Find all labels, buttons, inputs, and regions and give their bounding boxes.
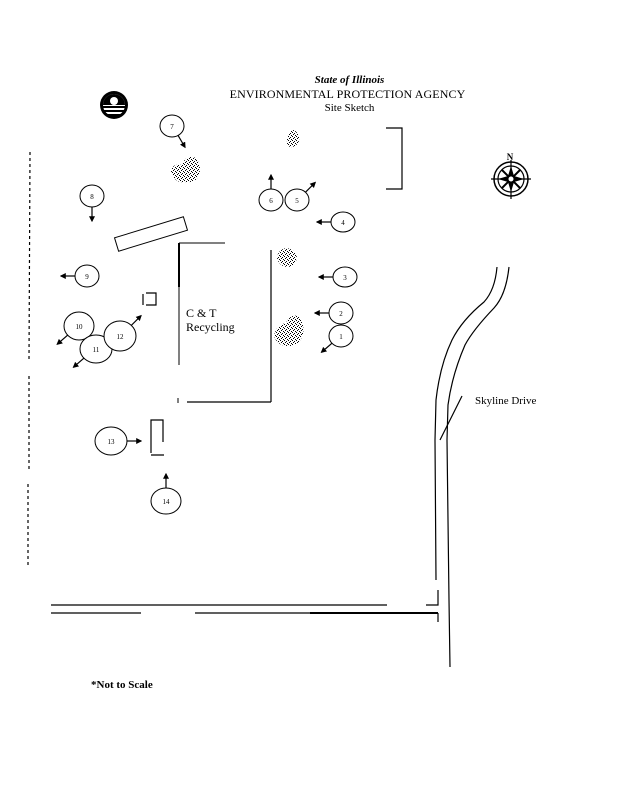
photo-point-7: 7 bbox=[159, 114, 186, 149]
photo-point-13: 13 bbox=[94, 426, 143, 456]
photo-point-marker bbox=[332, 266, 358, 288]
photo-point-1: 1 bbox=[320, 324, 354, 354]
photo-direction-arrow-icon bbox=[130, 314, 142, 326]
photo-point-14: 14 bbox=[150, 472, 182, 515]
site-name-label: C & T Recycling bbox=[186, 306, 235, 334]
vegetation-patch bbox=[277, 248, 297, 267]
photo-point-marker bbox=[103, 320, 137, 352]
photo-point-marker bbox=[328, 324, 354, 348]
vegetation-patch bbox=[286, 130, 300, 148]
photo-point-label: 3 bbox=[343, 274, 347, 282]
photo-point-marker bbox=[330, 211, 356, 233]
photo-point-marker bbox=[159, 114, 185, 138]
structure-outline bbox=[386, 127, 403, 190]
photo-point-label: 5 bbox=[295, 197, 299, 205]
photo-direction-arrow-icon bbox=[56, 334, 69, 345]
photo-point-8: 8 bbox=[79, 184, 105, 223]
site-name-line1: C & T bbox=[186, 306, 217, 320]
photo-point-3: 3 bbox=[317, 266, 358, 288]
photo-point-marker bbox=[74, 264, 100, 288]
vegetation-patch bbox=[171, 156, 200, 183]
photo-point-4: 4 bbox=[315, 211, 356, 233]
photo-point-marker bbox=[284, 188, 310, 212]
photo-point-11: 11 bbox=[72, 334, 113, 368]
photo-point-marker bbox=[94, 426, 128, 456]
small-building-outline bbox=[150, 419, 164, 456]
photo-point-2: 2 bbox=[313, 301, 354, 325]
photo-point-label: 12 bbox=[117, 333, 125, 341]
header-state: State of Illinois bbox=[314, 74, 385, 86]
photo-point-label: 10 bbox=[76, 323, 84, 331]
site-name-line2: Recycling bbox=[186, 320, 235, 334]
compass-north-label: N bbox=[507, 152, 514, 162]
photo-direction-arrow-icon bbox=[304, 181, 317, 193]
road-name-label: Skyline Drive bbox=[475, 395, 537, 407]
scale-footnote: *Not to Scale bbox=[91, 679, 153, 691]
photo-point-label: 7 bbox=[170, 123, 174, 131]
photo-point-label: 11 bbox=[93, 346, 100, 354]
photo-point-12: 12 bbox=[103, 314, 142, 352]
photo-point-label: 1 bbox=[339, 333, 343, 341]
photo-point-10: 10 bbox=[56, 311, 95, 345]
photo-direction-arrow-icon bbox=[72, 357, 85, 368]
trailer-outline bbox=[113, 216, 189, 252]
photo-point-label: 14 bbox=[163, 498, 171, 506]
header-subtitle: Site Sketch bbox=[324, 102, 375, 114]
photo-point-label: 6 bbox=[269, 197, 273, 205]
photo-point-label: 4 bbox=[341, 219, 345, 227]
photo-point-label: 9 bbox=[85, 273, 89, 281]
vegetation-patch bbox=[274, 315, 304, 347]
compass-rose-icon bbox=[491, 160, 531, 199]
photo-point-label: 13 bbox=[108, 438, 116, 446]
photo-point-6: 6 bbox=[258, 173, 284, 212]
photo-point-5: 5 bbox=[284, 181, 317, 212]
small-structure bbox=[142, 292, 157, 306]
agency-logo-icon bbox=[100, 91, 128, 119]
photo-point-marker bbox=[328, 301, 354, 325]
photo-point-marker bbox=[150, 487, 182, 515]
photo-point-marker bbox=[258, 188, 284, 212]
photo-point-label: 2 bbox=[339, 310, 343, 318]
photo-point-marker bbox=[63, 311, 95, 341]
access-road bbox=[51, 590, 439, 622]
main-building-outline bbox=[177, 242, 272, 403]
skyline-drive-road bbox=[434, 266, 510, 668]
photo-direction-arrow-icon bbox=[320, 342, 333, 354]
header-agency: ENVIRONMENTAL PROTECTION AGENCY bbox=[229, 87, 466, 101]
photo-point-marker bbox=[79, 184, 105, 208]
property-boundary-line bbox=[27, 151, 31, 567]
photo-direction-arrow-icon bbox=[177, 135, 186, 149]
photo-point-9: 9 bbox=[59, 264, 100, 288]
photo-point-label: 8 bbox=[90, 193, 94, 201]
